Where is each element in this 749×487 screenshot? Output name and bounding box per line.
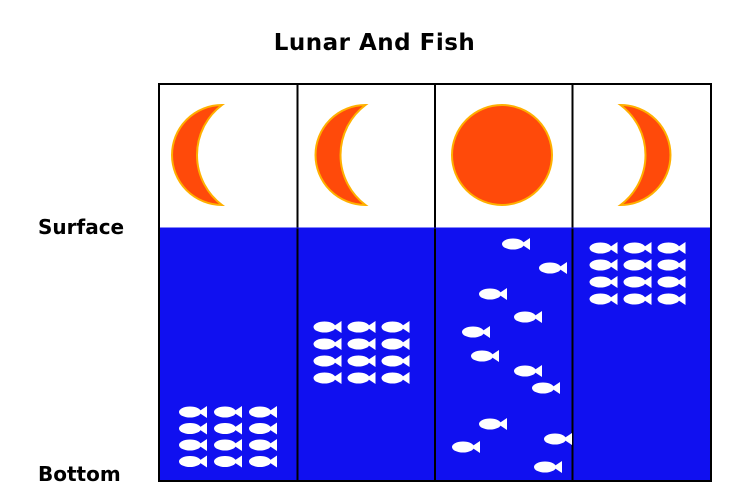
- diagram-artwork: [160, 85, 710, 480]
- diagram-title: Lunar And Fish: [0, 30, 749, 56]
- full-moon-icon: [452, 105, 552, 205]
- diagram-grid: [158, 83, 712, 482]
- bottom-label: Bottom: [38, 462, 121, 486]
- surface-label: Surface: [38, 215, 124, 239]
